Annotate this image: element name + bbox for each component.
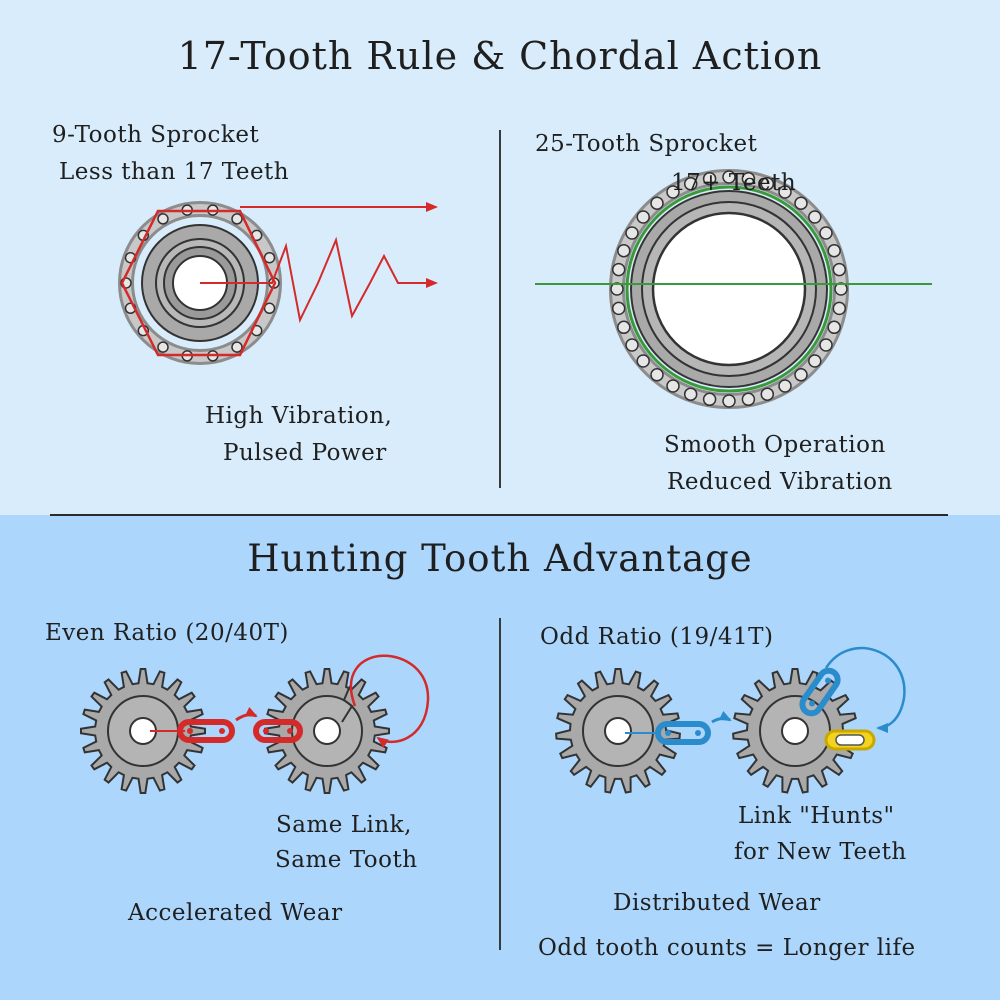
large-chain-roller <box>741 171 756 186</box>
large-sprocket-heading: 25-Tooth Sprocket <box>535 131 758 157</box>
small-chain-roller <box>157 341 169 353</box>
odd-ratio-footer: Odd tooth counts = Longer life <box>538 935 916 961</box>
small-chain-roller <box>231 213 243 225</box>
large-chain-roller <box>832 262 847 277</box>
top-title: 17-Tooth Rule & Chordal Action <box>177 34 823 78</box>
large-chain-roller <box>625 226 639 240</box>
even-ratio-callout-1: Same Link, <box>276 812 412 838</box>
large-chain-roller <box>794 196 808 210</box>
large-chain-roller <box>760 387 775 401</box>
large-sprocket-subheading: 17+ Teeth <box>671 170 797 196</box>
top-vertical-divider <box>499 130 501 488</box>
large-chain-roller <box>722 170 736 184</box>
large-chain-roller <box>827 243 841 258</box>
odd-ratio-callout-2: for New Teeth <box>734 839 907 865</box>
large-chain-roller <box>650 368 664 382</box>
large-chain-roller <box>827 320 841 335</box>
small-sprocket-heading: 9-Tooth Sprocket <box>52 122 260 148</box>
worn-tooth-crack <box>341 685 354 723</box>
large-chain-roller <box>741 392 756 407</box>
new-tooth-link-icon <box>824 729 876 751</box>
large-chain-roller <box>778 379 792 393</box>
large-chain-roller <box>702 392 717 407</box>
large-chain-roller <box>722 394 736 408</box>
large-chain-roller <box>683 387 698 401</box>
large-chain-roller <box>666 185 680 199</box>
odd-ratio-caption: Distributed Wear <box>613 890 821 916</box>
large-chain-roller <box>819 338 833 352</box>
odd-transfer-arrow <box>711 711 732 724</box>
large-chain-roller <box>666 379 680 393</box>
even-ratio-caption: Accelerated Wear <box>128 900 343 926</box>
bottom-vertical-divider <box>499 618 501 950</box>
large-chain-roller <box>617 243 631 258</box>
chordal-polygon <box>120 209 277 357</box>
even-ratio-heading: Even Ratio (20/40T) <box>45 620 289 646</box>
same-tooth-loop-arrow <box>349 654 430 748</box>
large-chain-roller <box>611 301 626 316</box>
small-sprocket-caption-1: High Vibration, <box>205 403 393 429</box>
large-chain-roller <box>808 210 822 224</box>
small-chain-roller <box>157 213 169 225</box>
large-chain-roller <box>611 262 626 277</box>
even-ratio-callout-2: Same Tooth <box>275 847 418 873</box>
even-chain-link-second-icon <box>253 719 303 743</box>
bottom-title: Hunting Tooth Advantage <box>247 537 753 580</box>
small-sprocket-caption-2: Pulsed Power <box>223 440 387 466</box>
section-divider <box>50 514 948 516</box>
large-chain-roller <box>778 185 792 199</box>
sprocket-25-tooth-icon <box>609 169 849 409</box>
small-chain-roller <box>231 341 243 353</box>
even-chain-link-icon <box>177 719 235 743</box>
small-chain-roller <box>263 302 276 315</box>
gear-19-tooth-icon <box>555 668 681 794</box>
odd-ratio-callout-1: Link "Hunts" <box>738 803 895 829</box>
hunting-loop-arrow <box>824 646 906 733</box>
large-chain-roller <box>702 171 717 186</box>
large-chain-roller <box>808 354 822 368</box>
odd-ratio-heading: Odd Ratio (19/41T) <box>540 624 774 650</box>
small-chain-roller <box>263 251 276 264</box>
large-chain-roller <box>683 177 698 191</box>
large-chain-roller <box>617 320 631 335</box>
odd-chain-link-tilted-icon <box>799 667 841 717</box>
large-chain-roller <box>636 210 650 224</box>
large-chain-roller <box>625 338 639 352</box>
large-sprocket-caption-1: Smooth Operation <box>664 432 886 458</box>
large-chain-roller <box>794 368 808 382</box>
gear-20-tooth-second-icon <box>264 668 390 794</box>
gear-20-tooth-icon <box>80 668 206 794</box>
large-chain-roller <box>832 301 847 316</box>
large-chain-roller <box>636 354 650 368</box>
large-sprocket-caption-2: Reduced Vibration <box>667 469 893 495</box>
vibration-wave <box>200 236 438 324</box>
large-chain-roller <box>650 196 664 210</box>
large-chain-roller <box>760 177 775 191</box>
large-chain-roller <box>819 226 833 240</box>
even-transfer-arrow <box>235 707 258 722</box>
odd-chain-link-icon <box>655 721 711 745</box>
small-sprocket-subheading: Less than 17 Teeth <box>59 159 290 185</box>
